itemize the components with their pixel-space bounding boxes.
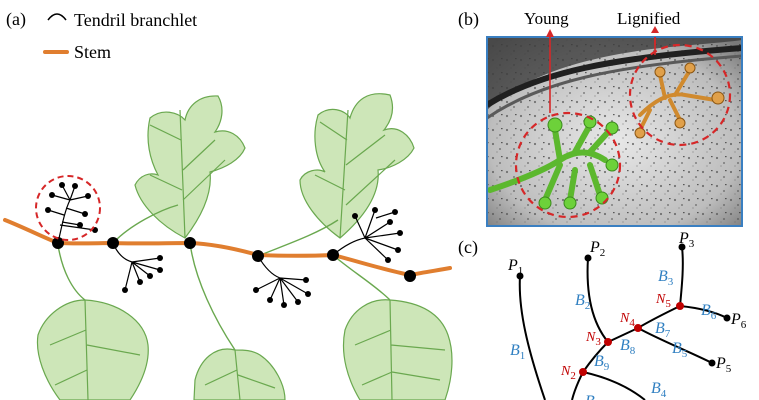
node-label: N5 bbox=[655, 292, 671, 310]
leaf bbox=[134, 95, 246, 239]
tendril-branchlets bbox=[47, 184, 401, 306]
branch-label: B7 bbox=[655, 320, 671, 340]
leaf bbox=[299, 93, 415, 239]
tip-label: P5 bbox=[715, 355, 732, 375]
leaf bbox=[193, 348, 286, 400]
legend-tendril-text: Tendril branchlet bbox=[74, 10, 197, 30]
legend: Tendril branchlet Stem bbox=[43, 10, 197, 62]
panel-b: (b) Young Lignified bbox=[458, 9, 743, 227]
panel-b-label: (b) bbox=[458, 9, 479, 30]
branch-label: B5 bbox=[672, 340, 688, 360]
stem-node bbox=[107, 237, 119, 249]
tip-points bbox=[516, 243, 731, 367]
photo-frame bbox=[486, 36, 743, 227]
branch-label: B2 bbox=[575, 292, 590, 312]
panel-a-label: (a) bbox=[6, 9, 26, 30]
stem-node bbox=[404, 270, 416, 282]
tip-label: P6 bbox=[730, 311, 747, 331]
tendril-photo bbox=[487, 37, 742, 226]
branch-label: B3 bbox=[658, 268, 674, 288]
tip-label: P2 bbox=[589, 239, 605, 259]
stem-node bbox=[327, 249, 339, 261]
young-tendril-highlight bbox=[35, 175, 101, 241]
stem-nodes bbox=[52, 237, 416, 282]
tendril-legend-icon bbox=[47, 13, 67, 21]
stem bbox=[3, 218, 452, 278]
branch-label: B6 bbox=[701, 302, 717, 322]
branch-label: B1 bbox=[510, 342, 525, 362]
leaf bbox=[36, 299, 149, 400]
node-label: N4 bbox=[619, 311, 635, 329]
young-highlight bbox=[514, 111, 622, 219]
lignified-label: Lignified bbox=[617, 9, 681, 28]
lignified-highlight bbox=[628, 43, 732, 147]
panel-c: (c) P1 P2 P3 P bbox=[458, 230, 747, 400]
branch-nodes bbox=[579, 302, 684, 376]
branch-label: B4 bbox=[651, 380, 667, 400]
branch-label: B8 bbox=[620, 337, 636, 357]
stem-node bbox=[184, 237, 196, 249]
branch-label: B9 bbox=[594, 353, 610, 373]
tip-label: P1 bbox=[507, 257, 523, 277]
upper-leaves bbox=[134, 93, 415, 239]
tendril-tips bbox=[45, 182, 403, 308]
lignified-tendril-photo bbox=[638, 68, 717, 132]
young-tendril-photo bbox=[487, 122, 613, 203]
branch-label: B10 bbox=[585, 393, 606, 400]
petioles bbox=[57, 204, 391, 351]
panel-c-label: (c) bbox=[458, 237, 478, 258]
node-label: N3 bbox=[585, 330, 601, 348]
stem-node bbox=[52, 237, 64, 249]
young-label: Young bbox=[524, 9, 569, 28]
label-arrows bbox=[546, 26, 659, 113]
node-label: N2 bbox=[560, 364, 576, 382]
leaf bbox=[342, 299, 453, 400]
legend-stem-text: Stem bbox=[74, 42, 111, 62]
panel-a: (a) Tendril branchlet Stem bbox=[3, 9, 453, 400]
stem-node bbox=[252, 250, 264, 262]
lower-leaves bbox=[36, 299, 453, 400]
tip-label: P3 bbox=[678, 230, 695, 250]
